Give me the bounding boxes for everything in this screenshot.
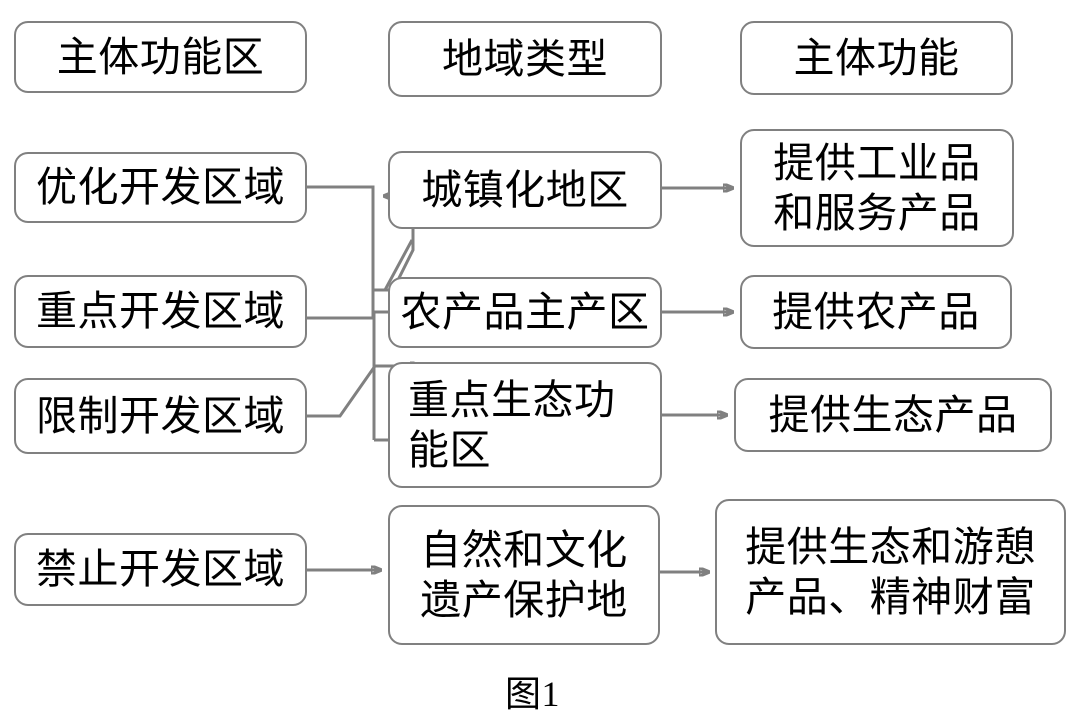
node-agricultural-production-area: 农产品主产区 <box>388 277 662 348</box>
node-key-development-zone: 重点开发区域 <box>14 275 307 348</box>
header-column-2: 地域类型 <box>388 21 662 97</box>
header-column-3: 主体功能 <box>740 21 1013 95</box>
node-prohibited-development-zone: 禁止开发区域 <box>14 533 307 606</box>
node-restricted-development-zone: 限制开发区域 <box>14 378 307 454</box>
figure-caption: 图1 <box>505 674 561 714</box>
node-provide-ecological-products: 提供生态产品 <box>734 378 1052 452</box>
node-provide-industrial-and-service-products: 提供工业品 和服务产品 <box>740 129 1014 247</box>
node-provide-agricultural-products: 提供农产品 <box>740 275 1012 349</box>
node-optimized-development-zone: 优化开发区域 <box>14 152 307 223</box>
node-urbanized-area: 城镇化地区 <box>388 151 662 229</box>
connector-opt-to-urban <box>307 185 375 290</box>
header-column-1: 主体功能区 <box>14 21 307 93</box>
node-key-ecological-function-area: 重点生态功 能区 <box>388 362 662 488</box>
node-provide-ecological-recreation-products: 提供生态和游憩 产品、精神财富 <box>715 499 1066 645</box>
node-natural-cultural-heritage-site: 自然和文化 遗产保护地 <box>388 505 660 645</box>
connector-key-to-urban <box>307 290 375 320</box>
